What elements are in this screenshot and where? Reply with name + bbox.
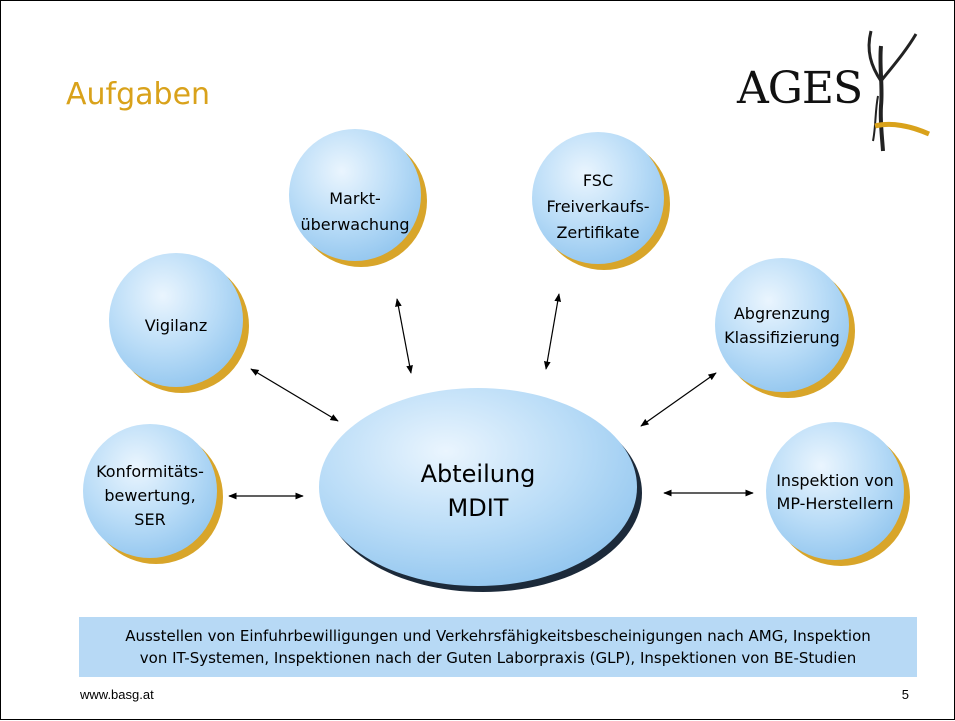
node-konformitaet-line2: bewertung, xyxy=(104,486,195,505)
center-label-line1: Abteilung xyxy=(421,460,536,488)
node-inspektion-line1: Inspektion von xyxy=(776,471,894,490)
node-vigilanz-line1: Vigilanz xyxy=(145,316,207,335)
page-number: 5 xyxy=(901,687,909,702)
center-label-line2: MDIT xyxy=(448,494,509,522)
info-box-line2: von IT-Systemen, Inspektionen nach der G… xyxy=(139,649,857,667)
node-fsc-line3: Zertifikate xyxy=(556,223,639,242)
logo-text: AGES xyxy=(737,63,863,114)
arrow-abgrenzung xyxy=(640,372,717,427)
arrow-markt xyxy=(395,298,413,374)
node-vigilanz: Vigilanz xyxy=(109,253,249,393)
node-fsc-line1: FSC xyxy=(583,171,613,190)
node-abgrenzung: Abgrenzung Klassifizierung xyxy=(715,258,855,398)
node-fsc: FSC Freiverkaufs- Zertifikate xyxy=(532,132,670,270)
arrow-vigilanz xyxy=(250,368,339,422)
footer-url: www.basg.at xyxy=(80,687,154,702)
center-node: Abteilung MDIT xyxy=(319,388,642,592)
ages-logo: AGES xyxy=(731,26,931,156)
node-marktueberwachung: Markt- überwachung xyxy=(289,129,427,267)
node-fsc-line2: Freiverkaufs- xyxy=(546,197,649,216)
node-inspektion-line2: MP-Herstellern xyxy=(777,494,894,513)
node-marktueberwachung-line2: überwachung xyxy=(301,215,410,234)
node-marktueberwachung-line1: Markt- xyxy=(329,189,381,208)
node-abgrenzung-line1: Abgrenzung xyxy=(734,304,830,323)
node-konformitaet-line3: SER xyxy=(134,510,165,529)
logo-figure-icon xyxy=(867,30,931,152)
node-inspektion: Inspektion von MP-Herstellern xyxy=(766,422,910,566)
node-konformitaetsbewertung: Konformitäts- bewertung, SER xyxy=(83,424,223,564)
arrow-fsc xyxy=(543,293,562,370)
node-abgrenzung-line2: Klassifizierung xyxy=(724,328,840,347)
info-box-line1: Ausstellen von Einfuhrbewilligungen und … xyxy=(125,627,871,645)
node-konformitaet-line1: Konformitäts- xyxy=(96,462,204,481)
info-box: Ausstellen von Einfuhrbewilligungen und … xyxy=(79,617,917,677)
page-title: Aufgaben xyxy=(66,77,211,112)
